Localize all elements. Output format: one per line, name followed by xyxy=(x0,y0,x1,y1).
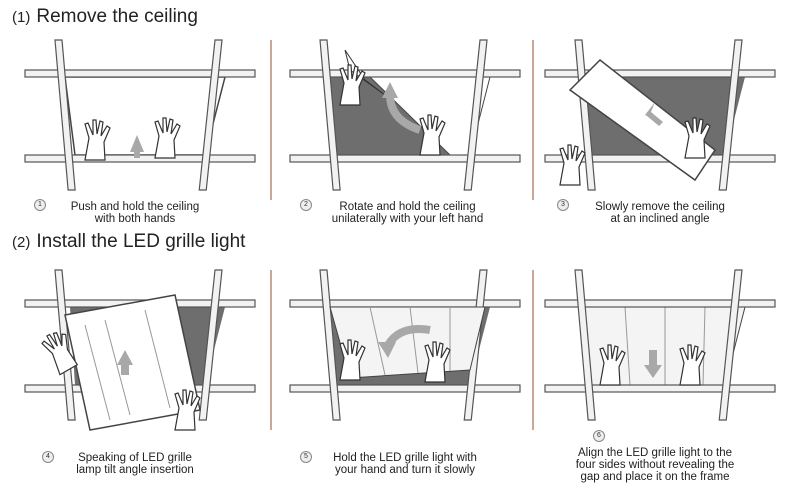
step-badge: 2 xyxy=(300,199,312,211)
section-2-heading: (2) Install the LED grille light xyxy=(12,231,245,253)
arrow-down-left-icon xyxy=(645,102,663,126)
step-badge: 3 xyxy=(557,199,569,211)
caption-line: Slowly remove the ceiling xyxy=(595,201,725,213)
step-badge: 1 xyxy=(34,199,46,211)
caption-line: Align the LED grille light to the xyxy=(577,447,733,459)
caption-line: unilaterally with your left hand xyxy=(331,213,484,225)
caption-line: at an inclined angle xyxy=(610,213,710,225)
caption-line: Rotate and hold the ceiling xyxy=(339,201,476,213)
caption-line: four sides without revealing the xyxy=(575,459,735,471)
arrow-up-icon xyxy=(130,135,144,158)
caption-line: Hold the LED grille light with xyxy=(333,452,477,464)
divider xyxy=(532,270,534,430)
divider xyxy=(270,40,272,200)
step-6-illustration xyxy=(544,269,776,421)
caption-line: Push and hold the ceiling xyxy=(70,201,200,213)
step-badge: 5 xyxy=(300,451,312,463)
section-title: Install the LED grille light xyxy=(36,231,246,252)
rotate-arrow-icon xyxy=(386,94,422,134)
step-2-illustration xyxy=(289,39,521,191)
caption-line: your hand and turn it slowly xyxy=(335,464,475,476)
divider xyxy=(270,270,272,430)
caption-line: Speaking of LED grille xyxy=(78,452,192,464)
caption-line: with both hands xyxy=(94,213,176,225)
step-badge: 4 xyxy=(42,451,54,463)
step-badge: 6 xyxy=(593,430,605,442)
section-number: (2) xyxy=(12,234,31,251)
section-number: (1) xyxy=(12,9,31,26)
section-1-heading: (1) Remove the ceiling xyxy=(12,6,198,28)
caption-line: lamp tilt angle insertion xyxy=(76,464,194,476)
divider xyxy=(532,40,534,200)
step-3-illustration xyxy=(544,39,776,191)
caption-line: gap and place it on the frame xyxy=(580,471,730,483)
arrow-up-icon xyxy=(117,350,133,375)
rotate-arrow-icon xyxy=(384,325,431,348)
step-1-illustration xyxy=(24,39,256,191)
section-title: Remove the ceiling xyxy=(36,6,198,27)
arrow-down-icon xyxy=(644,350,662,378)
step-4-illustration xyxy=(24,269,256,431)
step-5-illustration xyxy=(289,269,521,421)
